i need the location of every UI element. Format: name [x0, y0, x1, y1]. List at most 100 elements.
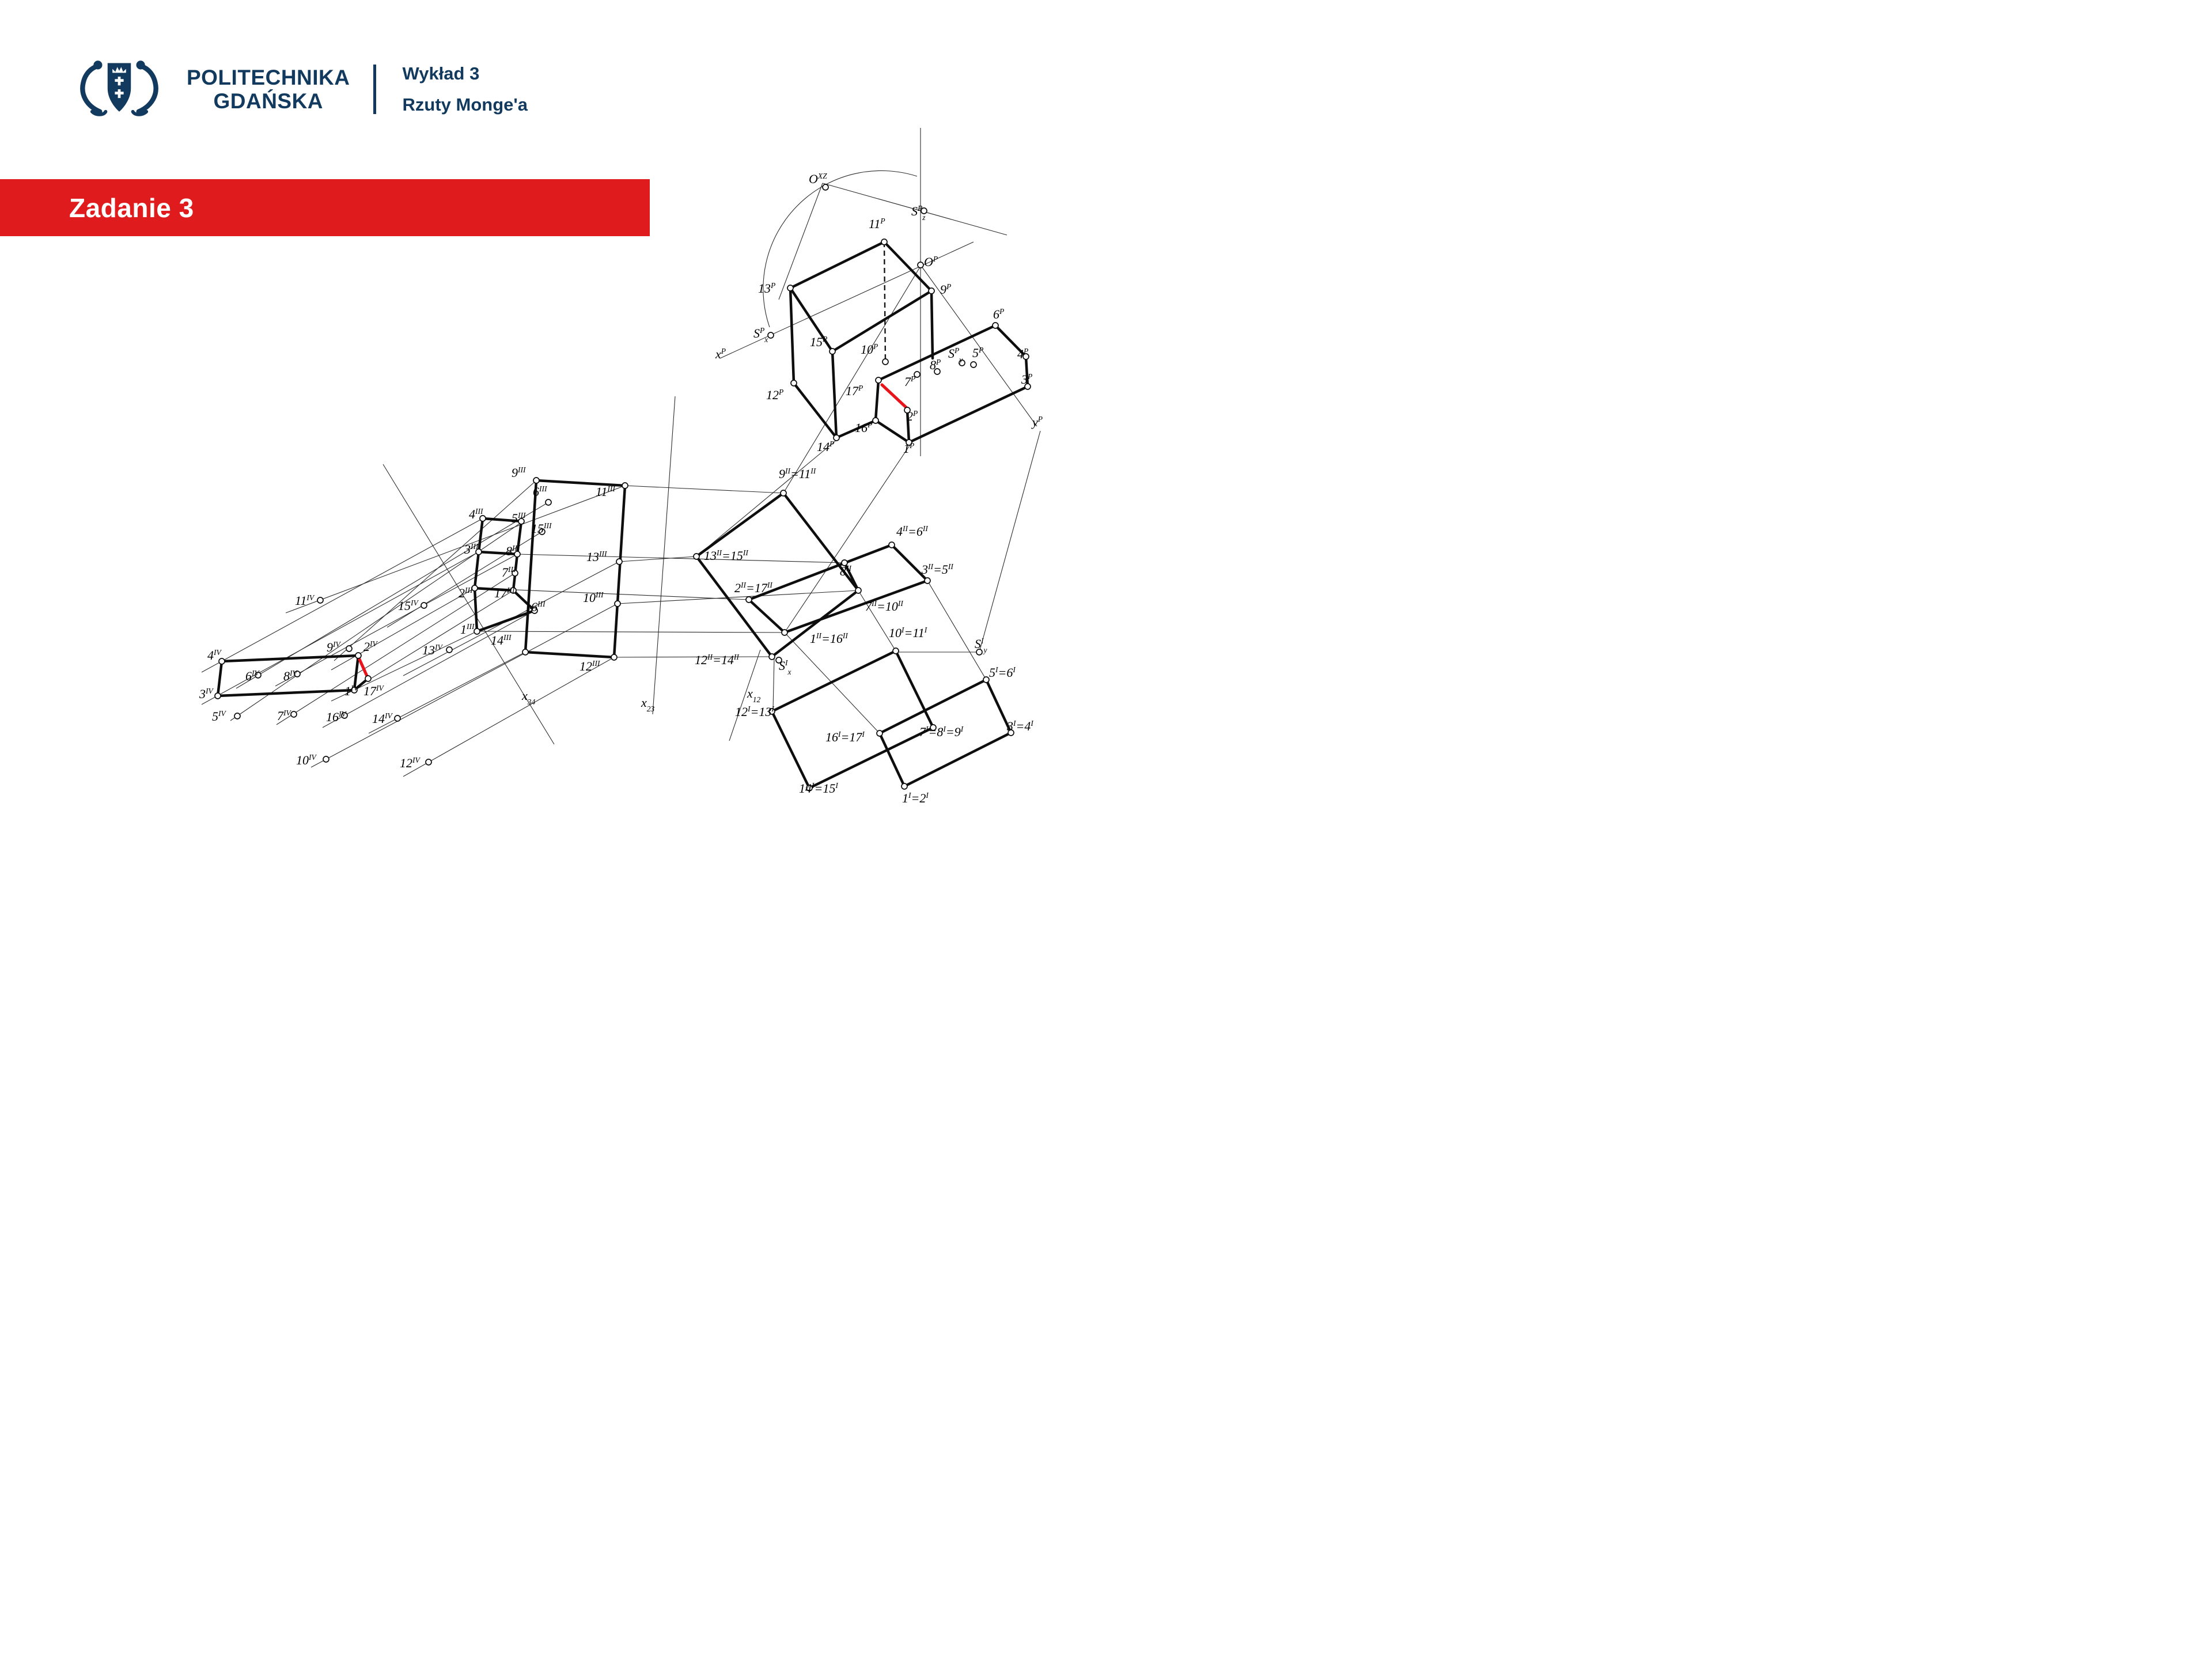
lecture-block: Wykład 3 Rzuty Monge'a	[403, 58, 528, 121]
point-label: 17IV	[363, 684, 384, 698]
point-label: 7II=10II	[865, 599, 904, 613]
point-label: 11IV	[295, 593, 315, 608]
view-iii-edges	[473, 479, 627, 659]
point-label: 7P	[904, 374, 915, 389]
point-label: SPx	[753, 326, 768, 344]
point-label: 5I=6I	[989, 665, 1016, 680]
point-label: 13II=15II	[704, 548, 749, 563]
vertex-point	[214, 692, 221, 699]
point-label: x23	[641, 695, 655, 713]
point-label: 14III	[491, 633, 512, 647]
rotation-ray	[822, 183, 1007, 236]
vertex-point	[901, 783, 908, 790]
vertex-point	[767, 332, 774, 339]
hidden-edge-11-10	[883, 241, 887, 362]
point-label: 6III	[533, 484, 548, 499]
point-label: 12I=13I	[735, 704, 775, 719]
point-label: 2II=17II	[734, 581, 773, 595]
vertex-point	[768, 708, 775, 715]
vertex-point	[479, 515, 486, 522]
point-label: 4IV	[207, 648, 222, 662]
point-label: x12	[747, 686, 761, 704]
point-label: 8IV	[283, 669, 298, 683]
vertex-point	[539, 528, 546, 535]
point-label: 6P	[993, 307, 1004, 321]
point-label: 10P	[861, 342, 878, 357]
vertex-point	[829, 348, 836, 355]
rotation-ray	[778, 183, 823, 300]
point-label: 16III	[525, 600, 546, 614]
point-label: 11P	[869, 217, 885, 231]
proj-iii-iv	[275, 554, 518, 687]
vertex-point	[514, 551, 521, 558]
projection-ray	[783, 266, 921, 494]
axon-solid-edges	[789, 240, 1029, 444]
vertex-point	[218, 658, 225, 665]
highlight-segments	[357, 383, 910, 680]
solid-edges	[216, 240, 1029, 790]
proj-ii-iii	[517, 554, 845, 563]
point-label: 7III	[502, 565, 517, 579]
proj-iii-iv	[201, 551, 479, 705]
point-label: 1I=2I	[902, 791, 929, 805]
point-label: 2IV	[363, 639, 378, 654]
axon-x-axis	[719, 241, 974, 359]
point-label: 17III	[494, 586, 516, 600]
vertex-point	[841, 559, 848, 566]
proj-iii-iv	[201, 518, 483, 673]
vertex-point	[510, 587, 517, 594]
point-label: 5III	[512, 511, 527, 525]
vertex-point	[1007, 729, 1014, 736]
proj-i-ii	[858, 590, 896, 652]
vertex-point	[355, 652, 362, 659]
point-label: xP	[715, 347, 726, 361]
vertex-point	[365, 675, 372, 682]
point-label: 10III	[583, 590, 604, 605]
proj-i-ii	[772, 657, 775, 710]
vertex-point	[294, 671, 301, 677]
point-label: 9II=11II	[779, 467, 817, 481]
vertex-point	[317, 597, 324, 604]
point-label: 2P	[907, 409, 918, 423]
point-label: 9IV	[327, 640, 341, 654]
point-label: x34	[521, 688, 536, 706]
point-label: 15IV	[398, 599, 419, 613]
vertex-point	[323, 756, 329, 763]
crown-icon	[112, 67, 126, 73]
point-label: 16I=17I	[825, 730, 865, 744]
vertex-point	[970, 361, 977, 368]
proj-iii-iv	[322, 610, 535, 728]
vertex-point	[1024, 383, 1031, 390]
projection-ray	[696, 440, 837, 557]
vertex-point	[928, 287, 935, 294]
vertex-point	[888, 541, 895, 548]
sy-ray	[979, 430, 1041, 653]
point-label: SIy	[975, 637, 987, 654]
point-label: 13P	[758, 281, 775, 296]
point-label: OXZ	[809, 172, 827, 186]
point-label: 4III	[469, 507, 484, 521]
vertex-point	[531, 607, 538, 614]
vertex-point	[290, 711, 297, 718]
proj-iii-iv	[310, 603, 618, 768]
point-label: SPz	[911, 204, 926, 222]
point-label: 3IV	[199, 687, 214, 701]
vertex-point	[976, 649, 983, 656]
vertex-point	[787, 285, 794, 291]
lion-left-icon	[80, 63, 103, 114]
vertex-point	[346, 645, 353, 652]
vertex-point	[875, 377, 882, 384]
point-label: 2III	[459, 586, 474, 600]
proj-iii-iv	[403, 657, 615, 777]
point-label: 12P	[766, 388, 783, 402]
point-label: 11III	[596, 484, 616, 499]
axis-x34	[382, 464, 555, 745]
vertex-point	[255, 672, 262, 679]
point-label: 15P	[810, 335, 827, 349]
point-label: OP	[924, 255, 938, 269]
point-label: 1IV	[344, 684, 359, 698]
point-label: SIx	[779, 658, 791, 676]
view-i-edges	[770, 649, 1013, 790]
point-label: 16P	[855, 421, 872, 435]
vertex-point	[881, 238, 888, 245]
